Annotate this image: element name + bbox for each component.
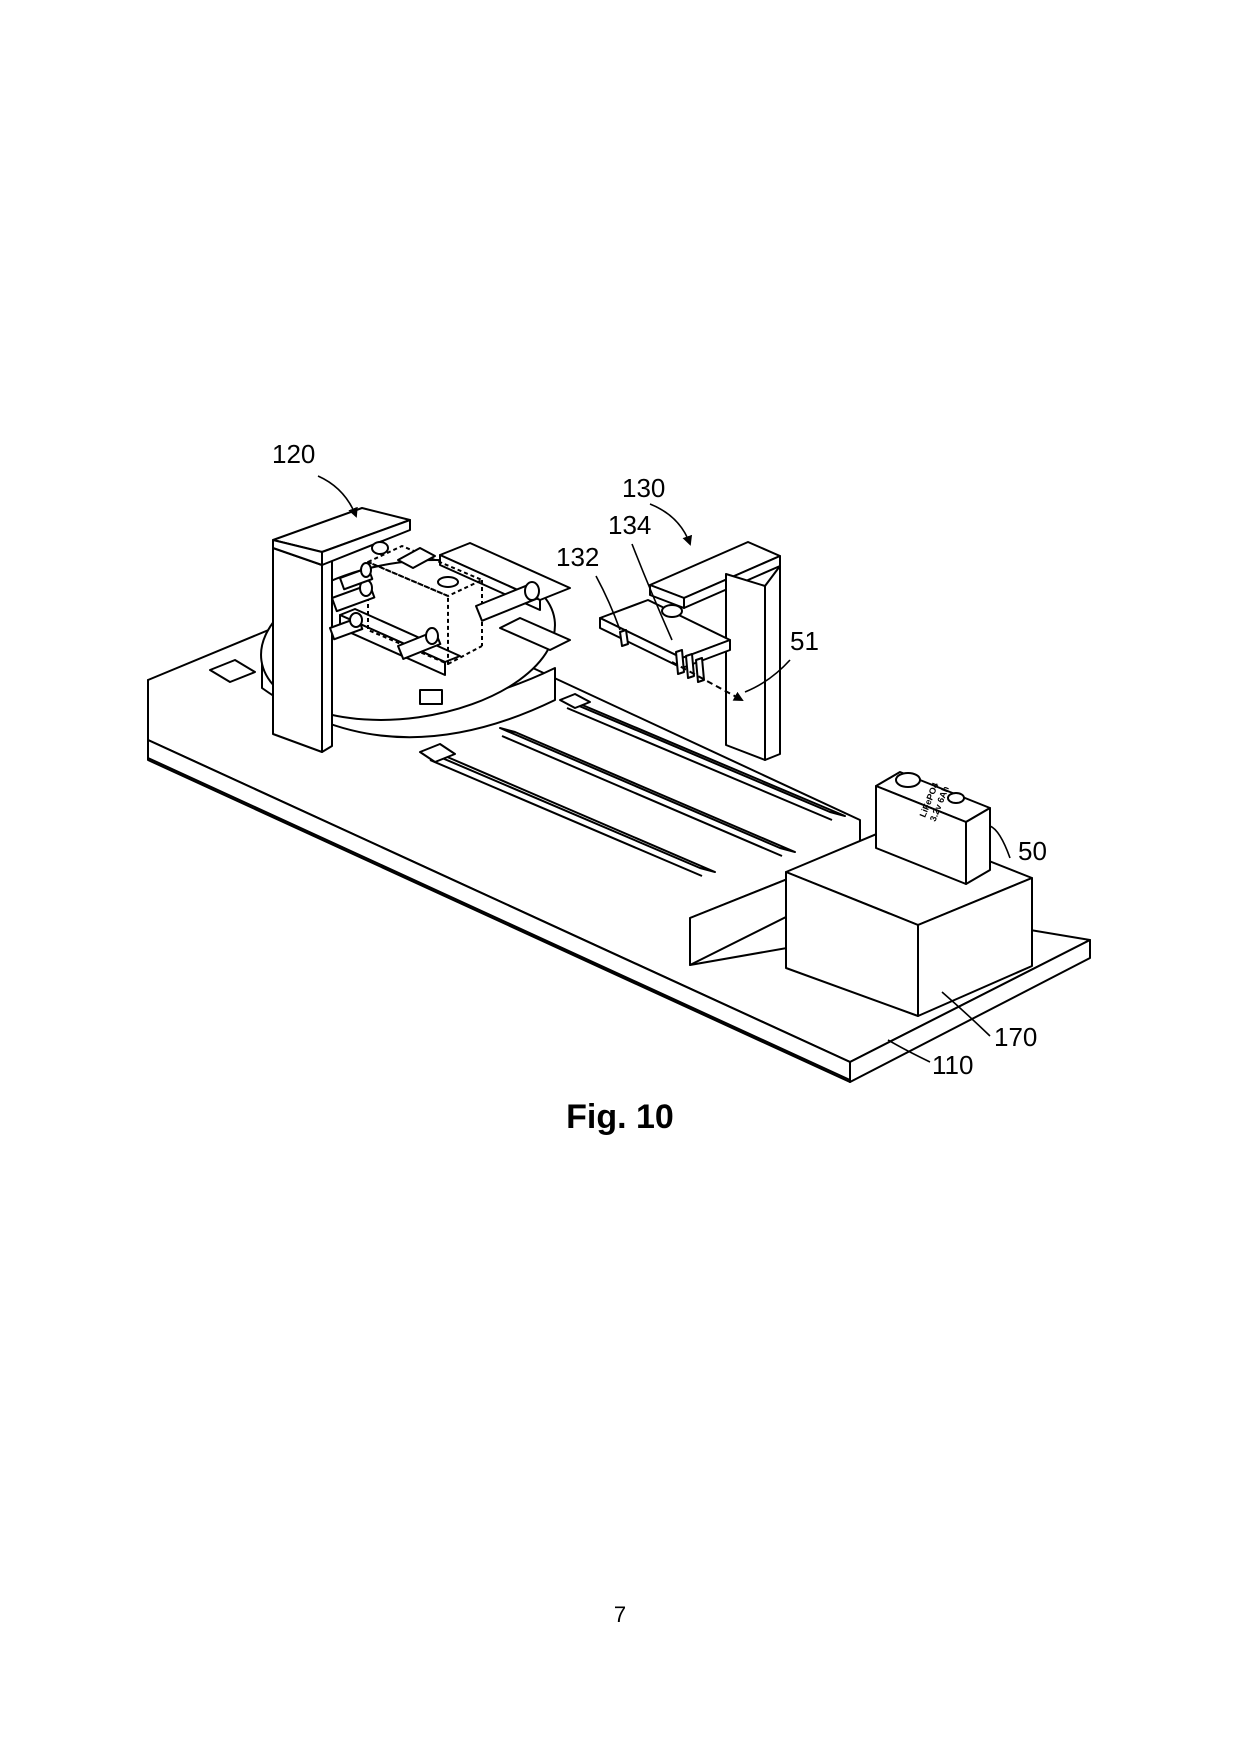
figure-caption: Fig. 10: [566, 1098, 674, 1136]
leader-130: [649, 503, 693, 546]
gantry-120-column-side: [321, 559, 333, 753]
gantry-130-column: [725, 573, 766, 761]
box-170: [785, 824, 1033, 1017]
battery-side: [965, 807, 991, 885]
box-170-side: [917, 877, 1033, 1017]
label-120: 120: [272, 439, 315, 469]
path-51-arrow: [671, 661, 744, 701]
leader-170: [941, 991, 991, 1037]
battery-terminal-large: [895, 772, 921, 788]
label-132: 132: [556, 542, 599, 572]
rail-slots: [209, 659, 846, 877]
clamp-bar-right: [499, 617, 571, 651]
page-number: 7: [613, 1602, 627, 1627]
rail-slot-left-end: [209, 659, 256, 683]
label-50: 50: [1018, 836, 1047, 866]
battery-terminal-small: [947, 792, 965, 804]
clamp-fixture: [329, 541, 571, 676]
gantry-130: [599, 541, 781, 761]
label-134: 134: [608, 510, 651, 540]
leader-120: [317, 475, 358, 518]
base-right-edge: [849, 939, 1091, 1083]
rail-slot-middle: [499, 727, 796, 853]
clamp-pistons: [329, 541, 540, 660]
camera-lens: [661, 604, 683, 618]
label-170: 170: [994, 1022, 1037, 1052]
leader-51: [744, 659, 791, 693]
label-51: 51: [790, 626, 819, 656]
leader-50: [989, 825, 1011, 859]
leader-132: [595, 575, 621, 631]
label-110: 110: [932, 1050, 973, 1080]
battery-50: [875, 771, 991, 885]
leader-lines: [317, 475, 1011, 1063]
leader-134: [631, 543, 673, 641]
label-130: 130: [622, 473, 665, 503]
leader-110: [887, 1039, 931, 1063]
gantry-120-column-front: [272, 547, 323, 753]
gantry-120: [272, 507, 411, 753]
clamped-cell-outline: [367, 545, 483, 665]
